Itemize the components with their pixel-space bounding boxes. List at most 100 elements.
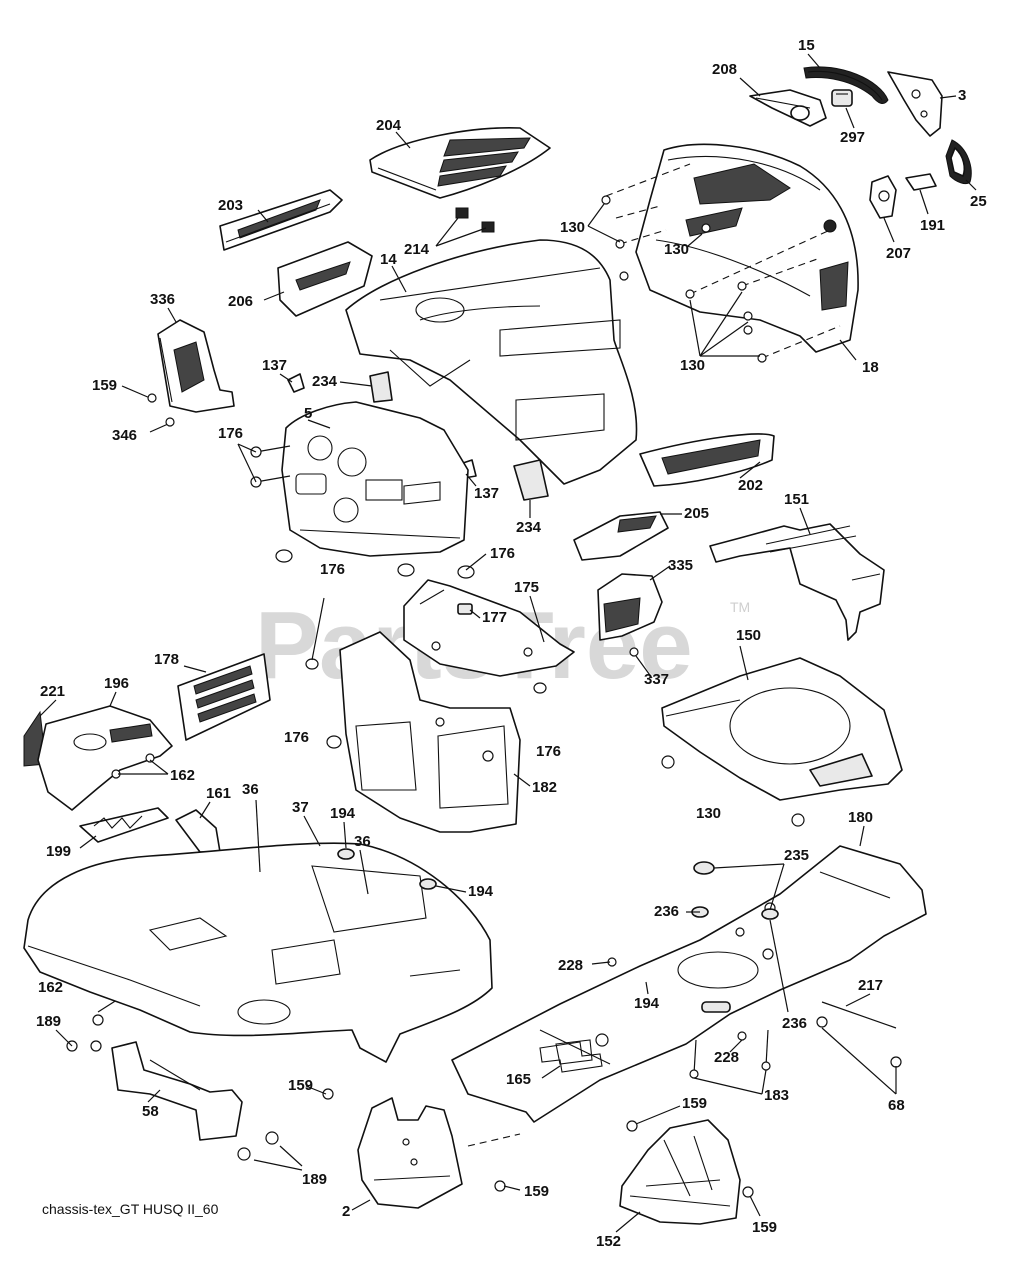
callout-180: 180 xyxy=(848,809,873,826)
callout-36-a: 36 xyxy=(242,781,259,798)
callout-228-b: 228 xyxy=(714,1049,739,1066)
callout-5: 5 xyxy=(304,405,312,422)
part-177-nut xyxy=(457,603,473,615)
callout-217: 217 xyxy=(858,977,883,994)
callout-182: 182 xyxy=(532,779,557,796)
callout-297: 297 xyxy=(840,129,865,146)
callout-176-e: 176 xyxy=(536,743,561,760)
part-206-panel xyxy=(277,241,373,317)
part-199-panel xyxy=(79,807,169,843)
diagram-caption: chassis-tex_GT HUSQ II_60 xyxy=(42,1201,219,1217)
callout-199: 199 xyxy=(46,843,71,860)
part-235-236-bushings xyxy=(691,861,779,920)
part-152-seat-pan xyxy=(619,1119,741,1225)
callout-214: 214 xyxy=(404,241,430,258)
callout-335: 335 xyxy=(668,557,693,574)
callout-234-a: 234 xyxy=(312,373,338,390)
callout-176-b: 176 xyxy=(490,545,515,562)
part-165-plate xyxy=(539,1041,603,1073)
callout-176-c: 176 xyxy=(320,561,345,578)
part-234-labels xyxy=(369,371,549,501)
callout-15: 15 xyxy=(798,37,815,54)
part-2-bracket xyxy=(357,1097,463,1209)
part-217-rod xyxy=(816,1001,902,1068)
callout-175: 175 xyxy=(514,579,539,596)
part-204-hood-panel xyxy=(369,127,551,199)
part-159-346-screws xyxy=(121,385,175,433)
part-178-vent-plate xyxy=(177,653,271,741)
callout-236-b: 236 xyxy=(782,1015,807,1032)
callout-159-d: 159 xyxy=(682,1095,707,1112)
callout-183: 183 xyxy=(764,1087,789,1104)
callout-178: 178 xyxy=(154,651,179,668)
callout-176-d: 176 xyxy=(284,729,309,746)
part-14-hood xyxy=(345,239,638,485)
part-203-grille-strip xyxy=(219,189,343,251)
callout-221: 221 xyxy=(40,683,65,700)
callout-203: 203 xyxy=(218,197,243,214)
fasteners-130-lower xyxy=(661,755,805,827)
callout-194-c: 194 xyxy=(634,995,660,1012)
part-202-grille xyxy=(639,433,775,487)
part-5-dash-panel xyxy=(281,401,469,557)
callout-159-a: 159 xyxy=(92,377,117,394)
part-208-bracket xyxy=(749,89,827,127)
part-336-side-panel xyxy=(157,319,235,413)
callout-208: 208 xyxy=(712,61,737,78)
callout-191: 191 xyxy=(920,217,945,234)
part-159-screws-lower xyxy=(322,1088,754,1198)
part-207-bracket xyxy=(869,175,897,219)
part-37-fender xyxy=(23,842,493,1063)
callout-162-a: 162 xyxy=(170,767,195,784)
callout-2: 2 xyxy=(342,1203,350,1220)
callout-189-a: 189 xyxy=(36,1013,61,1030)
part-150-tray xyxy=(661,657,903,801)
callout-152: 152 xyxy=(596,1233,621,1250)
part-180-frame xyxy=(451,845,927,1123)
callout-25: 25 xyxy=(970,193,987,210)
callout-202: 202 xyxy=(738,477,763,494)
callout-176-a: 176 xyxy=(218,425,243,442)
fasteners-130-upper xyxy=(601,163,841,363)
callout-337: 337 xyxy=(644,671,669,688)
part-214-clips xyxy=(455,207,495,233)
callout-leaders xyxy=(39,53,977,1233)
callout-235: 235 xyxy=(784,847,809,864)
callout-130-b: 130 xyxy=(664,241,689,258)
part-15-seal xyxy=(803,66,889,104)
callout-159-b: 159 xyxy=(288,1077,313,1094)
callout-162-b: 162 xyxy=(38,979,63,996)
callout-228-a: 228 xyxy=(558,957,583,974)
callout-165: 165 xyxy=(506,1071,531,1088)
part-297-knob xyxy=(831,89,853,107)
callout-189-b: 189 xyxy=(302,1171,327,1188)
callout-36-b: 36 xyxy=(354,833,371,850)
part-58-bracket xyxy=(111,1041,243,1141)
callout-177: 177 xyxy=(482,609,507,626)
callout-204: 204 xyxy=(376,117,402,134)
callout-150: 150 xyxy=(736,627,761,644)
part-176-bolts xyxy=(250,445,547,749)
part-183-bolts xyxy=(689,1029,771,1079)
callout-130-d: 130 xyxy=(696,805,721,822)
callout-37: 37 xyxy=(292,799,309,816)
callout-151: 151 xyxy=(784,491,809,508)
callout-14: 14 xyxy=(380,251,397,268)
callout-194-b: 194 xyxy=(468,883,494,900)
callout-206: 206 xyxy=(228,293,253,310)
callout-234-b: 234 xyxy=(516,519,542,536)
callout-336: 336 xyxy=(150,291,175,308)
callout-137-b: 137 xyxy=(474,485,499,502)
part-196-side-cover xyxy=(37,705,173,811)
callout-196: 196 xyxy=(104,675,129,692)
callout-194-a: 194 xyxy=(330,805,356,822)
callout-130-a: 130 xyxy=(560,219,585,236)
part-161-trim xyxy=(175,809,221,853)
part-175-plate xyxy=(403,579,575,677)
callout-137-a: 137 xyxy=(262,357,287,374)
callout-3: 3 xyxy=(958,87,966,104)
callout-346: 346 xyxy=(112,427,137,444)
part-335-panel xyxy=(597,573,663,641)
part-182-front-panel xyxy=(339,631,521,833)
callout-68: 68 xyxy=(888,1097,905,1114)
